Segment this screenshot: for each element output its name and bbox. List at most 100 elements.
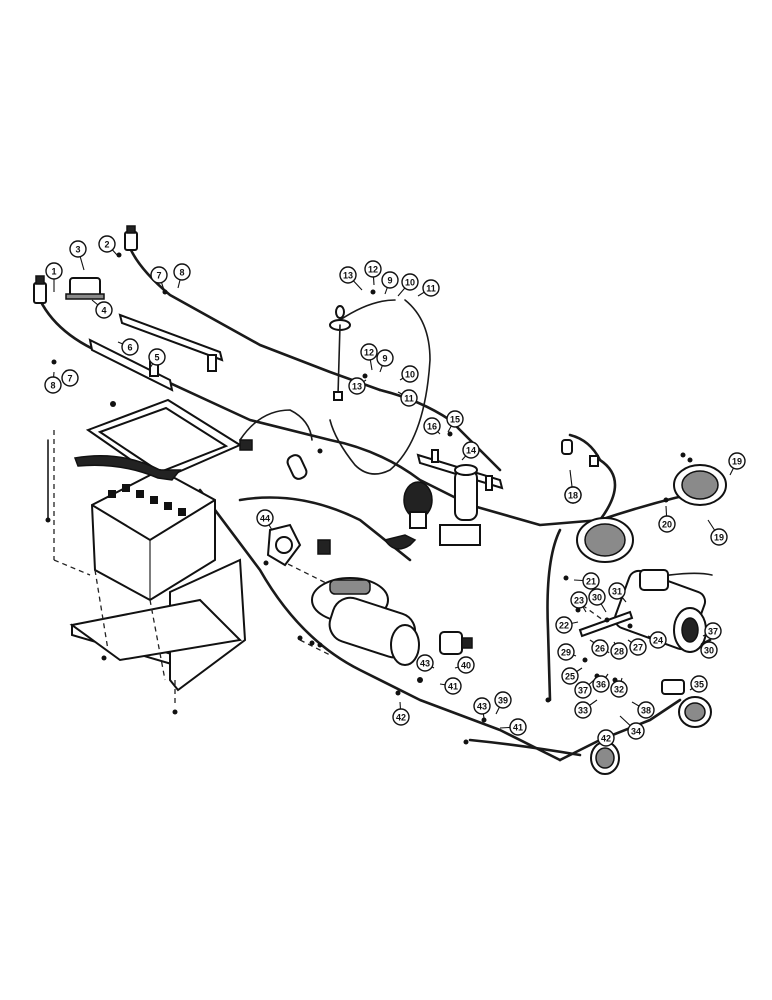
callout-9: 9: [376, 349, 394, 373]
svg-text:37: 37: [708, 627, 718, 637]
svg-text:42: 42: [396, 713, 406, 723]
svg-text:37: 37: [578, 686, 588, 696]
callout-37: 37: [702, 622, 722, 640]
callout-20: 20: [658, 505, 676, 533]
callout-18: 18: [564, 486, 582, 504]
svg-text:19: 19: [732, 457, 742, 467]
svg-text:15: 15: [450, 415, 460, 425]
callout-29: 29: [557, 643, 577, 661]
callout-5: 5: [148, 348, 166, 369]
callout-7: 7: [150, 266, 168, 291]
callout-24: 24: [647, 631, 667, 649]
svg-text:18: 18: [568, 491, 578, 501]
svg-text:10: 10: [405, 278, 415, 288]
fuel-sender-unit: [329, 305, 351, 401]
svg-text:3: 3: [75, 245, 80, 255]
svg-text:27: 27: [633, 643, 643, 653]
svg-text:6: 6: [127, 343, 132, 353]
callout-36: 36: [592, 673, 610, 693]
svg-text:23: 23: [574, 596, 584, 606]
callout-37: 37: [574, 679, 595, 699]
svg-text:12: 12: [368, 265, 378, 275]
callout-40: 40: [454, 656, 475, 674]
svg-text:2: 2: [104, 240, 109, 250]
svg-text:41: 41: [448, 682, 458, 692]
callout-7: 7: [61, 369, 79, 387]
svg-text:25: 25: [565, 672, 575, 682]
light-switch-plug: [561, 439, 599, 467]
svg-text:4: 4: [101, 306, 106, 316]
svg-text:20: 20: [662, 520, 672, 530]
callout-10: 10: [397, 273, 419, 297]
svg-text:43: 43: [420, 659, 430, 669]
callout-19: 19: [728, 452, 746, 476]
svg-text:41: 41: [513, 723, 523, 733]
callout-25: 25: [561, 667, 583, 685]
svg-text:16: 16: [427, 422, 437, 432]
starter-switch-button: [439, 631, 473, 655]
svg-text:13: 13: [352, 382, 362, 392]
svg-text:39: 39: [498, 696, 508, 706]
svg-text:21: 21: [586, 577, 596, 587]
ignition-coil: [454, 464, 478, 521]
callout-13: 13: [339, 266, 363, 291]
callout-21: 21: [573, 572, 600, 590]
svg-text:24: 24: [653, 636, 663, 646]
svg-text:14: 14: [466, 446, 476, 456]
headlight-right: [673, 464, 727, 506]
callout-27: 27: [627, 638, 647, 656]
callout-3: 3: [69, 240, 87, 271]
callout-10: 10: [399, 365, 419, 383]
fuel-gauge-plug: [286, 454, 308, 480]
callout-19: 19: [707, 519, 728, 546]
tail-light-left: [590, 741, 620, 775]
svg-text:7: 7: [67, 374, 72, 384]
svg-text:12: 12: [364, 348, 374, 358]
callout-42: 42: [392, 701, 410, 726]
harness-support-bracket: [88, 313, 224, 392]
callout-43: 43: [416, 654, 435, 672]
callout-30: 30: [700, 641, 718, 659]
svg-text:29: 29: [561, 648, 571, 658]
callout-12: 12: [360, 343, 378, 371]
oil-pressure-switch: [239, 439, 253, 451]
callout-15: 15: [446, 410, 464, 433]
svg-text:10: 10: [405, 370, 415, 380]
callout-8: 8: [44, 371, 62, 394]
svg-text:8: 8: [179, 268, 184, 278]
callout-43: 43: [473, 697, 491, 719]
battery-hold-down-rod: [47, 439, 182, 521]
harness-connector-top: [124, 225, 138, 251]
svg-text:44: 44: [260, 514, 270, 524]
generator: [613, 569, 707, 653]
svg-text:19: 19: [714, 533, 724, 543]
svg-text:32: 32: [614, 685, 624, 695]
callout-11: 11: [397, 389, 418, 407]
svg-text:11: 11: [426, 284, 436, 294]
gasket-44: [266, 523, 302, 567]
svg-text:26: 26: [595, 644, 605, 654]
callout-35: 35: [689, 675, 708, 693]
callout-41: 41: [439, 677, 462, 695]
callout-41: 41: [499, 718, 527, 736]
headlight-left: [576, 517, 634, 563]
svg-text:42: 42: [601, 734, 611, 744]
svg-text:1: 1: [51, 267, 56, 277]
svg-text:5: 5: [154, 353, 159, 363]
svg-text:7: 7: [156, 271, 161, 281]
callout-23: 23: [570, 591, 588, 613]
svg-text:30: 30: [704, 646, 714, 656]
svg-text:38: 38: [641, 706, 651, 716]
svg-text:22: 22: [559, 621, 569, 631]
callout-31: 31: [608, 582, 627, 603]
callout-6: 6: [117, 338, 139, 356]
svg-text:9: 9: [382, 354, 387, 364]
distributor: [383, 481, 481, 550]
callout-38: 38: [631, 701, 655, 719]
callout-16: 16: [423, 417, 441, 435]
generator-adjusting-strap: [578, 610, 634, 638]
voltage-regulator-3: [65, 277, 105, 300]
callout-12: 12: [364, 260, 382, 286]
callout-2: 2: [98, 235, 119, 257]
